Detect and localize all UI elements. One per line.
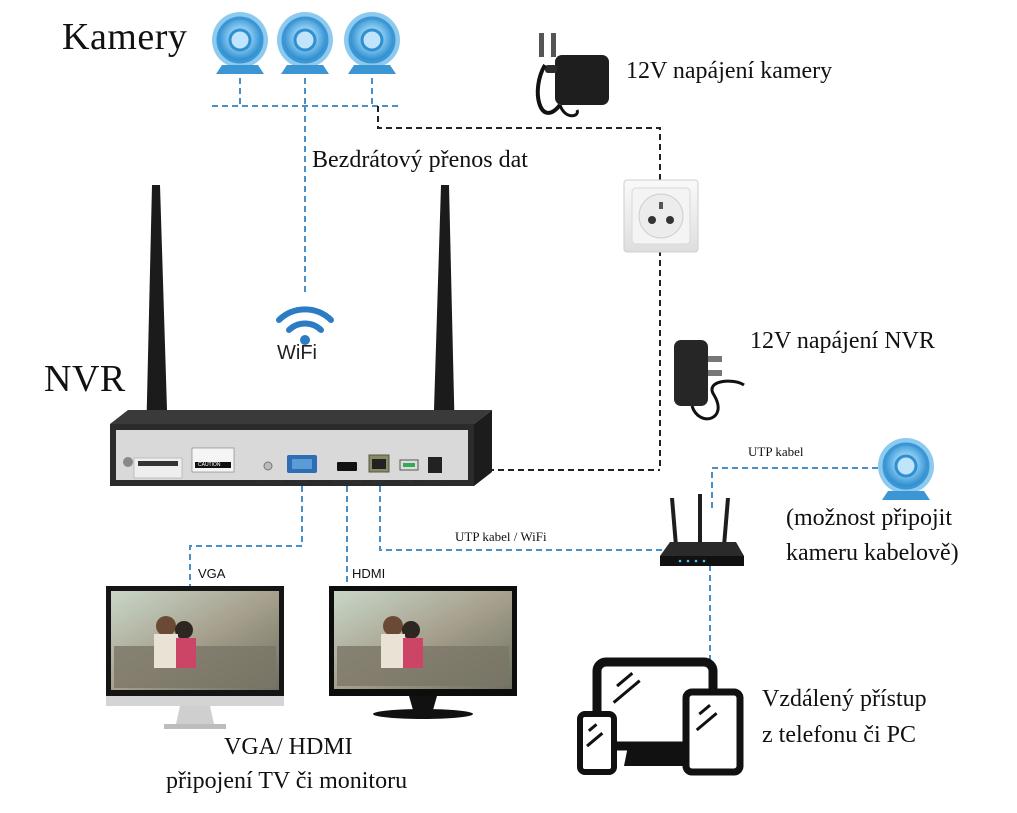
camera-icon — [878, 438, 934, 500]
tv-label-line2: připojení TV či monitoru — [166, 768, 408, 794]
camera-wireless-lines — [212, 78, 400, 296]
utp-wifi-label: UTP kabel / WiFi — [455, 529, 547, 544]
utp-label: UTP kabel — [748, 444, 804, 459]
remote-label-line2: z telefonu či PC — [762, 722, 916, 748]
wan-port-label: WAN — [372, 480, 384, 486]
hdmi-port-label: HD OUTPUT — [333, 480, 362, 486]
remote-devices — [577, 657, 744, 776]
vga-label: VGA — [198, 566, 226, 581]
hdmi-label: HDMI — [352, 566, 386, 581]
tv-label-line1: VGA/ HDMI — [224, 734, 353, 760]
nvr-power-label: 12V napájení NVR — [750, 328, 935, 354]
dc-port-label: DC12V — [425, 480, 442, 486]
caution-label: CAUTION — [198, 462, 221, 468]
cameras-title: Kamery — [62, 16, 188, 58]
camera-icon — [212, 12, 268, 74]
wifi-label: WiFi — [277, 342, 317, 364]
vga-port-label: VGA — [297, 480, 308, 486]
power-adapter-icon — [535, 33, 609, 118]
phone-icon — [577, 711, 617, 775]
wifi-icon — [276, 306, 334, 345]
nvr-title: NVR — [44, 358, 126, 400]
nvr-device: CAUTION AUDIO OUT VGA HD OUTPUT WAN USB … — [110, 185, 492, 486]
nvr-output-lines — [189, 467, 880, 660]
cable-camera-label-line2: kameru kabelově) — [786, 540, 959, 566]
audio-out-port-label: AUDIO OUT — [256, 480, 284, 486]
remote-label-line1: Vzdálený přístup — [762, 686, 927, 712]
monitor-icon — [329, 586, 517, 719]
router-icon — [660, 494, 744, 566]
tablet-icon — [682, 688, 744, 776]
monitor-icon — [106, 586, 284, 729]
power-adapter-icon — [674, 340, 745, 421]
usb-port-label: USB — [403, 480, 414, 486]
camera-icon — [277, 12, 333, 74]
camera-power-label: 12V napájení kamery — [626, 58, 833, 84]
camera-icon — [344, 12, 400, 74]
cable-camera-label-line1: (možnost připojit — [786, 505, 952, 531]
wall-socket-icon — [623, 179, 699, 253]
wireless-label: Bezdrátový přenos dat — [312, 147, 528, 173]
